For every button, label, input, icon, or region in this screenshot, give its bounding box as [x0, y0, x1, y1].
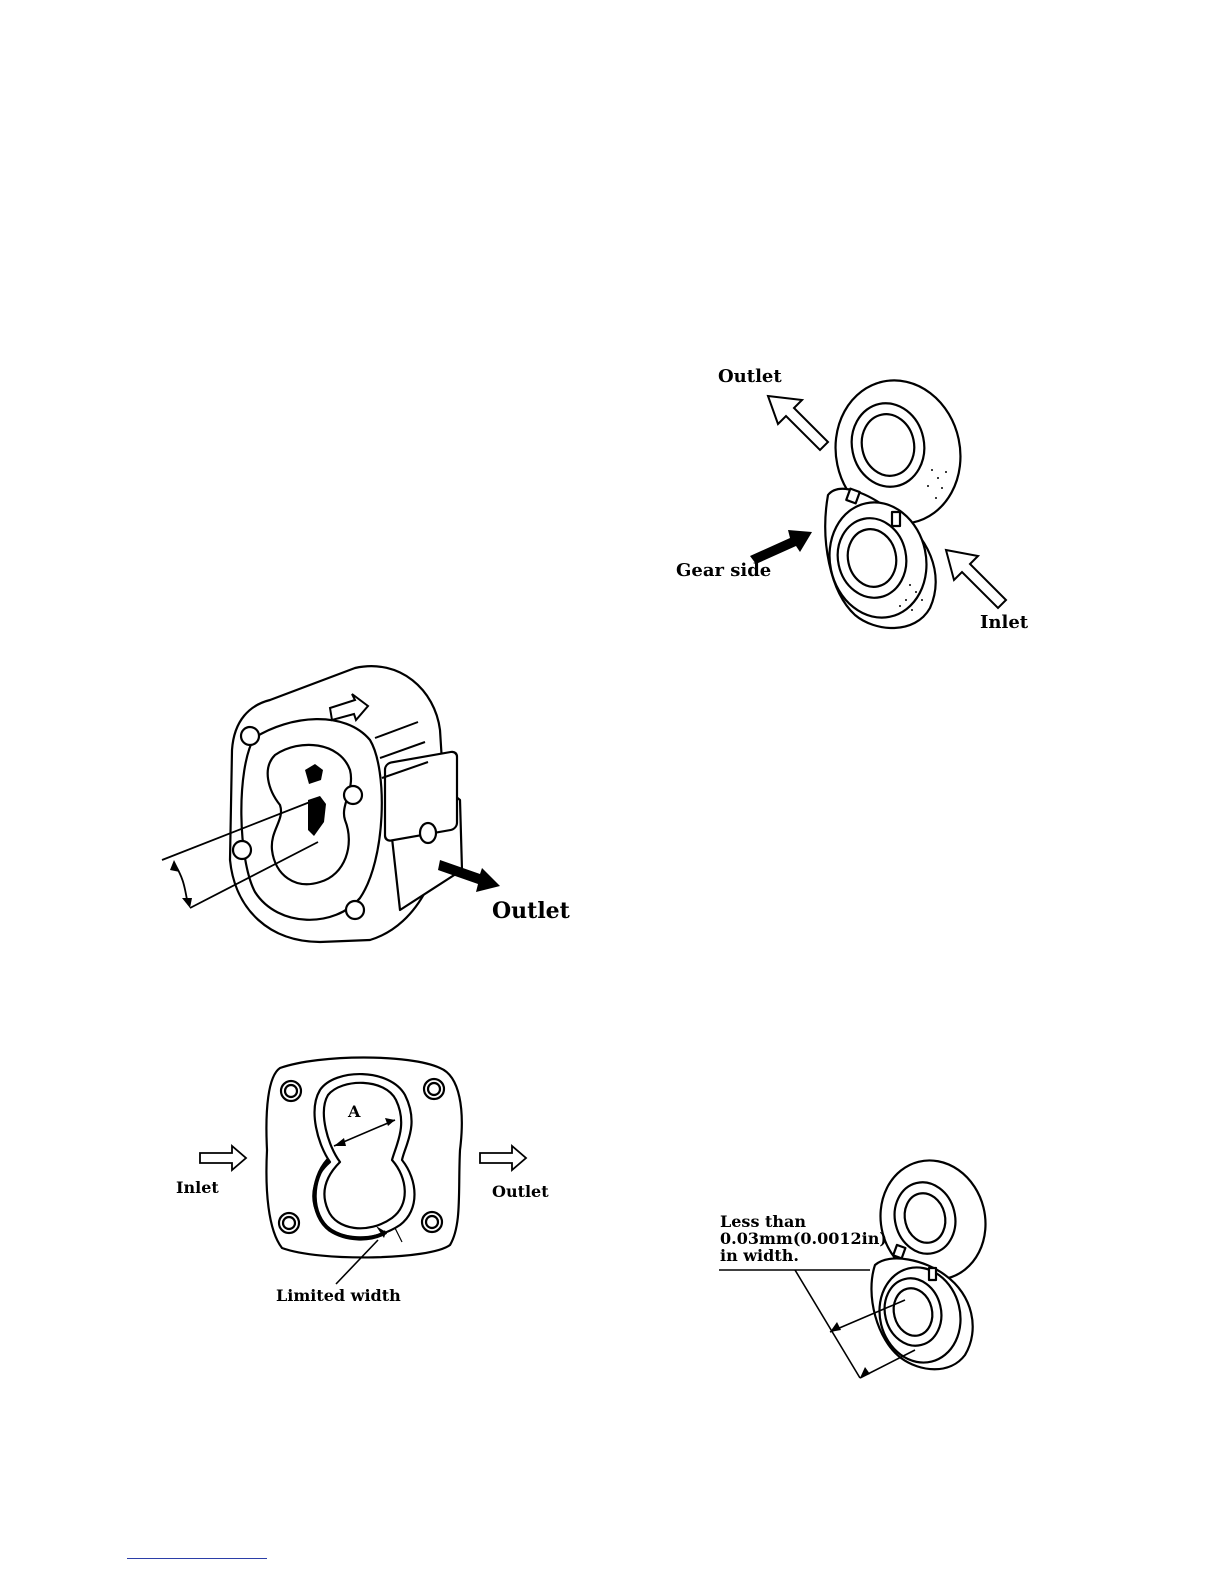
housing-bore-figure: A Inlet Outlet Limited width — [170, 1050, 570, 1315]
limited-width-label: Limited width — [276, 1286, 401, 1305]
outlet-label: Outlet — [492, 1182, 549, 1201]
outlet-label: Outlet — [718, 366, 782, 387]
side-plate-drawing — [660, 360, 1060, 650]
gear-side-label: Gear side — [676, 560, 771, 581]
inlet-label: Inlet — [176, 1178, 219, 1197]
side-plate-flow-figure: Outlet Gear side Inlet — [660, 360, 1060, 650]
wear-limit-note: Less than 0.03mm(0.0012in) in width. — [720, 1213, 887, 1264]
wear-limit-note-line2: 0.03mm(0.0012in) — [720, 1230, 887, 1247]
pump-housing-figure: Outlet — [150, 660, 580, 950]
wear-limit-note-line3: in width. — [720, 1247, 887, 1264]
outlet-label: Outlet — [492, 898, 570, 924]
dimension-a-label: A — [348, 1102, 360, 1121]
side-plate-wear-drawing — [715, 1160, 1015, 1390]
side-plate-wear-figure: Less than 0.03mm(0.0012in) in width. — [715, 1160, 1015, 1390]
footer-rule — [127, 1558, 267, 1559]
inlet-label: Inlet — [980, 612, 1028, 633]
wear-limit-note-line1: Less than — [720, 1213, 887, 1230]
